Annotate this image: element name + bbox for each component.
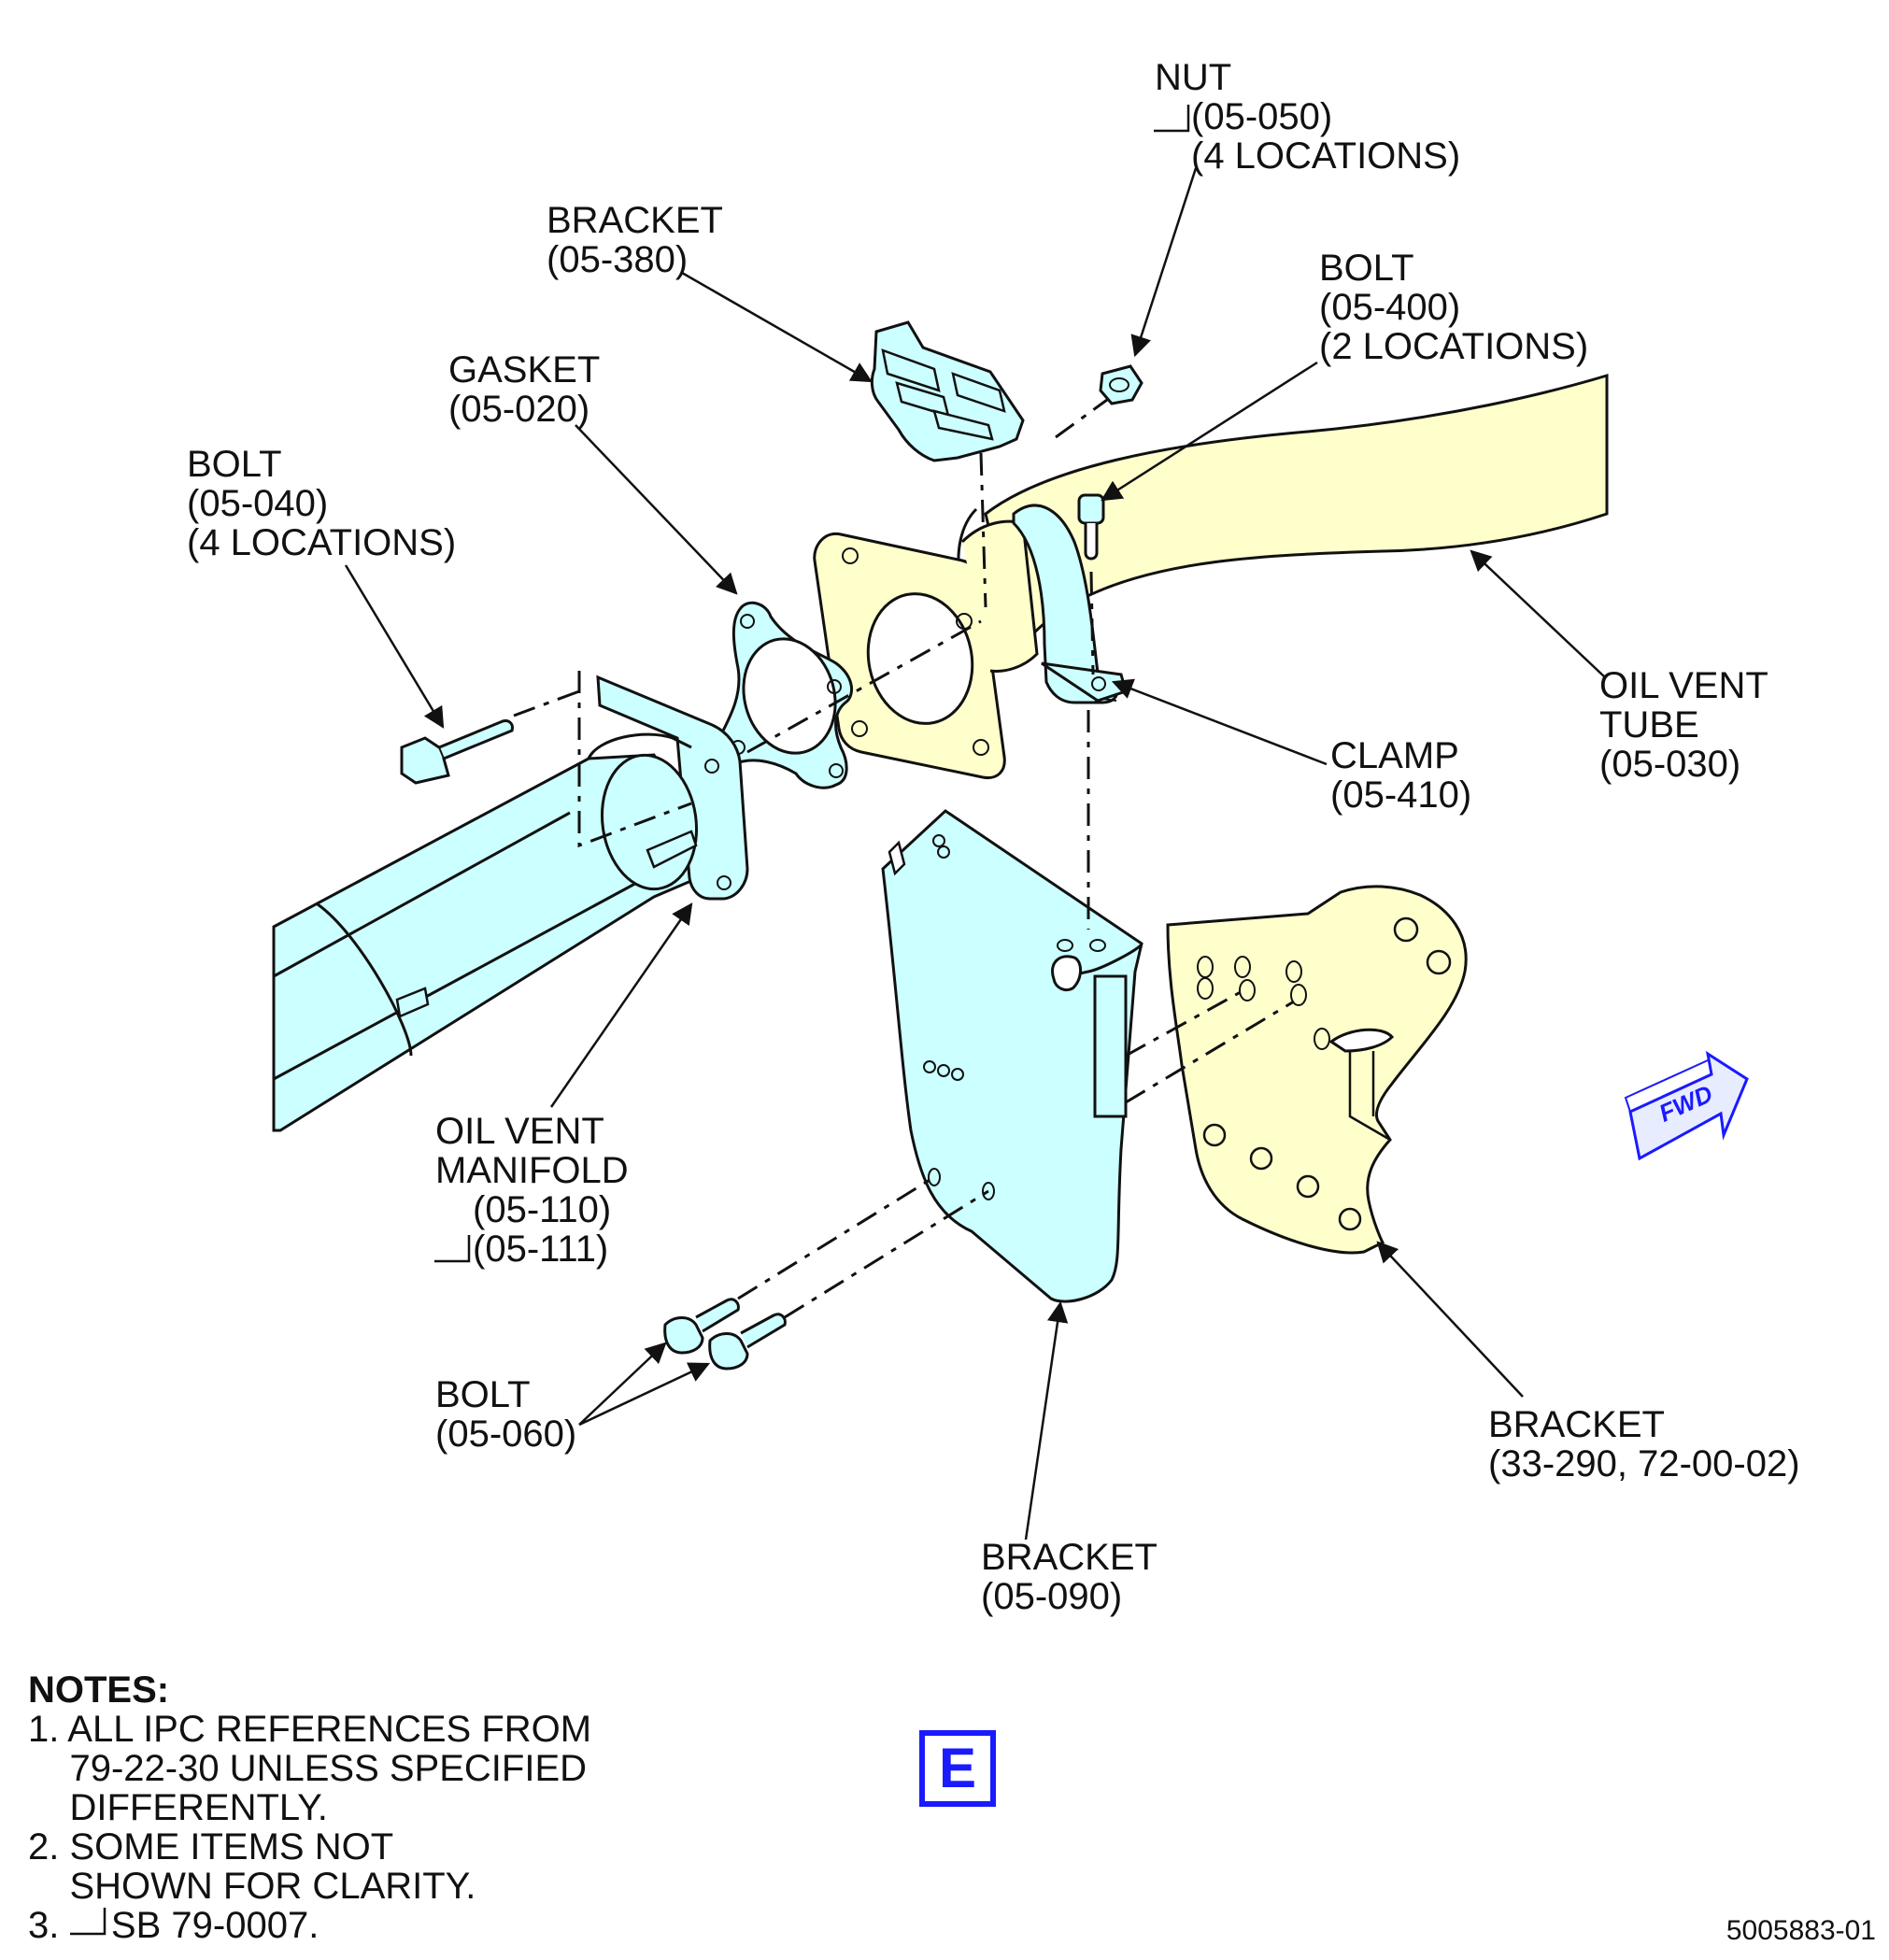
label-bracket-05-090: BRACKET(05-090): [981, 1537, 1158, 1617]
oil-vent-manifold: [272, 675, 749, 1132]
bolts-05-060: [663, 1298, 787, 1371]
label-clamp: CLAMP(05-410): [1330, 735, 1472, 816]
note-3: 3. SB 79-0007.: [28, 1905, 320, 1946]
bracket-05-380: [870, 320, 1025, 462]
label-bolt-05-040: BOLT(05-040)(4 LOCATIONS): [187, 444, 457, 563]
nut-05-050: [1099, 364, 1143, 405]
notes-block: NOTES:1. ALL IPC REFERENCES FROM 79-22-3…: [28, 1670, 591, 1945]
bolt-05-040: [400, 719, 514, 785]
label-bracket-33-290: BRACKET(33-290, 72-00-02): [1488, 1404, 1800, 1484]
note-2: 2. SOME ITEMS NOT SHOWN FOR CLARITY.: [28, 1826, 476, 1907]
assembly-lines: [513, 398, 1295, 1319]
notes-heading: NOTES:: [28, 1669, 170, 1711]
drawing-number: 5005883-01: [1726, 1915, 1876, 1946]
tube-flange: [813, 519, 1039, 780]
note-1: 1. ALL IPC REFERENCES FROM 79-22-30 UNLE…: [28, 1709, 592, 1828]
label-bracket-05-380: BRACKET(05-380): [547, 200, 723, 280]
bracket-05-090: [881, 809, 1143, 1303]
label-bolt-05-400: BOLT(05-400)(2 LOCATIONS): [1319, 248, 1589, 367]
label-gasket: GASKET(05-020): [448, 349, 601, 430]
label-nut: NUT(05-050)(4 LOCATIONS): [1155, 57, 1461, 177]
bolt-05-400: [1077, 493, 1105, 561]
view-label-box: E: [919, 1730, 996, 1807]
fwd-arrow-icon: [1624, 1050, 1749, 1161]
bracket-33-290: [1166, 885, 1468, 1255]
effectivity-flags: [70, 105, 1190, 1936]
gasket-05-020: [717, 601, 854, 789]
leader-lines: [344, 167, 1606, 1541]
label-bolt-05-060: BOLT(05-060): [435, 1374, 577, 1455]
